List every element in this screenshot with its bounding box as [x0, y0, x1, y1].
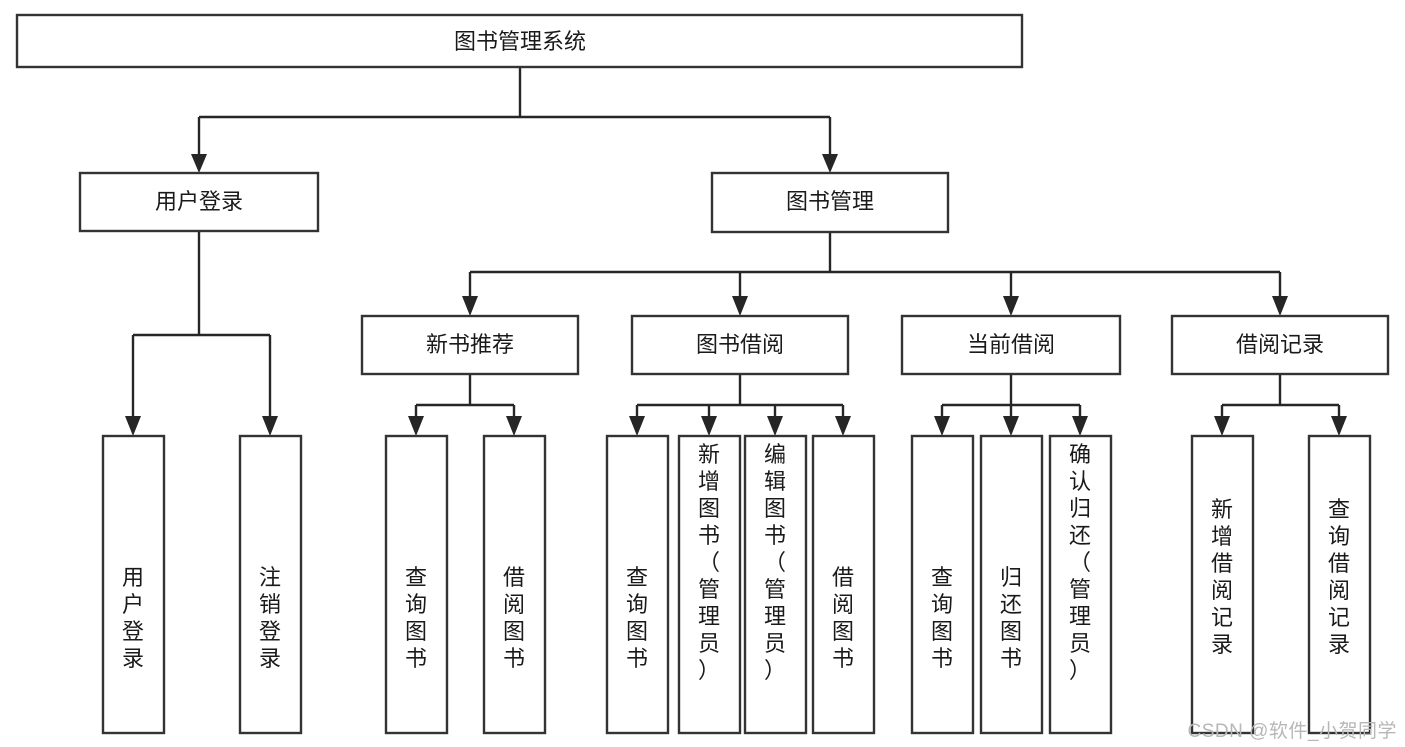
arrow-head-leaf-book-borrow-3 [767, 416, 783, 436]
node-user-login[interactable]: 用户登录 [78, 171, 320, 233]
leaf-node-user-login-2-box[interactable] [238, 434, 303, 735]
leaf-node-user-login-1[interactable]: 用户登录 [101, 434, 166, 735]
arrow-head-borrow-record [1272, 296, 1288, 316]
node-root-box[interactable] [15, 13, 1024, 69]
arrow-head-leaf-book-borrow-1 [629, 416, 645, 436]
node-current-borrow[interactable]: 当前借阅 [900, 314, 1122, 376]
node-borrow-record-box[interactable] [1170, 314, 1390, 376]
leaf-node-user-login-2-label: 注销登录 [259, 565, 281, 671]
leaf-node-current-borrow-2-box[interactable] [979, 434, 1044, 735]
connector-layer [125, 67, 1347, 436]
leaf-node-book-borrow-1-box[interactable] [605, 434, 670, 735]
leaf-node-new-book-2[interactable]: 借阅图书 [482, 434, 547, 735]
node-book-borrow-box[interactable] [630, 314, 850, 376]
node-borrow-record[interactable]: 借阅记录 [1170, 314, 1390, 376]
leaf-node-new-book-2-box[interactable] [482, 434, 547, 735]
leaf-node-book-borrow-3-box[interactable] [743, 434, 808, 735]
leaf-node-borrow-record-2[interactable]: 查询借阅记录 [1307, 434, 1372, 735]
node-book-management-box[interactable] [710, 171, 950, 234]
leaf-node-current-borrow-2-label: 归还图书 [1000, 565, 1022, 671]
arrow-head-leaf-current-borrow-1 [934, 416, 950, 436]
leaf-node-current-borrow-2[interactable]: 归还图书 [979, 434, 1044, 735]
node-root-book-management-system[interactable]: 图书管理系统 [15, 13, 1024, 69]
arrow-head-leaf-borrow-record-2 [1331, 416, 1347, 436]
node-current-borrow-box[interactable] [900, 314, 1122, 376]
leaf-node-current-borrow-3-box[interactable] [1048, 434, 1113, 735]
leaf-node-current-borrow-3[interactable]: 确认归还（管理员） [1048, 434, 1113, 735]
leaf-node-book-borrow-3[interactable]: 编辑图书（管理员） [743, 434, 808, 735]
leaf-node-book-borrow-1[interactable]: 查询图书 [605, 434, 670, 735]
node-current-borrow-label: 当前借阅 [967, 332, 1055, 357]
node-new-book-recommend-box[interactable] [360, 314, 580, 376]
arrow-head-leaf-new-book-2 [506, 416, 522, 436]
node-user-login-label: 用户登录 [155, 189, 243, 214]
leaf-node-new-book-1-box[interactable] [384, 434, 449, 735]
arrow-head-leaf-borrow-record-1 [1214, 416, 1230, 436]
node-book-management[interactable]: 图书管理 [710, 171, 950, 234]
leaf-node-current-borrow-3-label: 确认归还（管理员） [1069, 442, 1091, 683]
leaf-node-new-book-1-label: 查询图书 [405, 565, 427, 671]
node-user-login-box[interactable] [78, 171, 320, 233]
leaf-node-book-borrow-3-label: 编辑图书（管理员） [764, 442, 786, 683]
arrow-head-new-book-recommend [462, 296, 478, 316]
arrow-head-leaf-user-login-1 [125, 416, 141, 436]
leaf-node-borrow-record-1-label: 新增借阅记录 [1211, 497, 1233, 657]
leaf-node-current-borrow-1[interactable]: 查询图书 [910, 434, 975, 735]
leaf-node-user-login-1-box[interactable] [101, 434, 166, 735]
leaf-node-new-book-2-label: 借阅图书 [503, 565, 525, 671]
arrow-head-current-borrow [1003, 296, 1019, 316]
leaf-node-book-borrow-2-box[interactable] [677, 434, 742, 735]
leaf-node-borrow-record-2-box[interactable] [1307, 434, 1372, 735]
leaf-node-book-borrow-1-label: 查询图书 [626, 565, 648, 671]
leaf-node-user-login-2[interactable]: 注销登录 [238, 434, 303, 735]
node-book-borrow-label: 图书借阅 [696, 332, 784, 357]
leaf-node-new-book-1[interactable]: 查询图书 [384, 434, 449, 735]
node-book-borrow[interactable]: 图书借阅 [630, 314, 850, 376]
node-book-management-label: 图书管理 [786, 189, 874, 214]
leaf-node-current-borrow-1-box[interactable] [910, 434, 975, 735]
node-new-book-recommend[interactable]: 新书推荐 [360, 314, 580, 376]
csdn-watermark: CSDN @软件_小贺同学 [1187, 721, 1397, 742]
node-borrow-record-label: 借阅记录 [1236, 332, 1324, 357]
arrow-head-leaf-current-borrow-2 [1003, 416, 1019, 436]
leaf-node-book-borrow-2[interactable]: 新增图书（管理员） [677, 434, 742, 735]
leaf-node-book-borrow-4-box[interactable] [811, 434, 876, 735]
leaf-node-borrow-record-1-box[interactable] [1190, 434, 1255, 735]
node-root-label: 图书管理系统 [454, 29, 586, 54]
leaf-node-borrow-record-2-label: 查询借阅记录 [1328, 497, 1350, 657]
arrow-head-leaf-user-login-2 [262, 416, 278, 436]
leaf-node-user-login-1-label: 用户登录 [122, 565, 144, 671]
arrow-head-book-mgmt [822, 154, 838, 173]
arrow-head-leaf-new-book-1 [408, 416, 424, 436]
arrow-head-leaf-book-borrow-2 [701, 416, 717, 436]
leaf-node-current-borrow-1-label: 查询图书 [931, 565, 953, 671]
leaf-node-book-borrow-4-label: 借阅图书 [832, 565, 854, 671]
arrow-head-book-borrow [732, 296, 748, 316]
node-new-book-recommend-label: 新书推荐 [426, 332, 514, 357]
arrow-head-leaf-book-borrow-4 [835, 416, 851, 436]
arrow-head-leaf-current-borrow-3 [1072, 416, 1088, 436]
leaf-node-book-borrow-2-label: 新增图书（管理员） [698, 442, 720, 683]
leaf-node-book-borrow-4[interactable]: 借阅图书 [811, 434, 876, 735]
arrow-head-user-login [191, 154, 207, 173]
leaf-node-borrow-record-1[interactable]: 新增借阅记录 [1190, 434, 1255, 735]
